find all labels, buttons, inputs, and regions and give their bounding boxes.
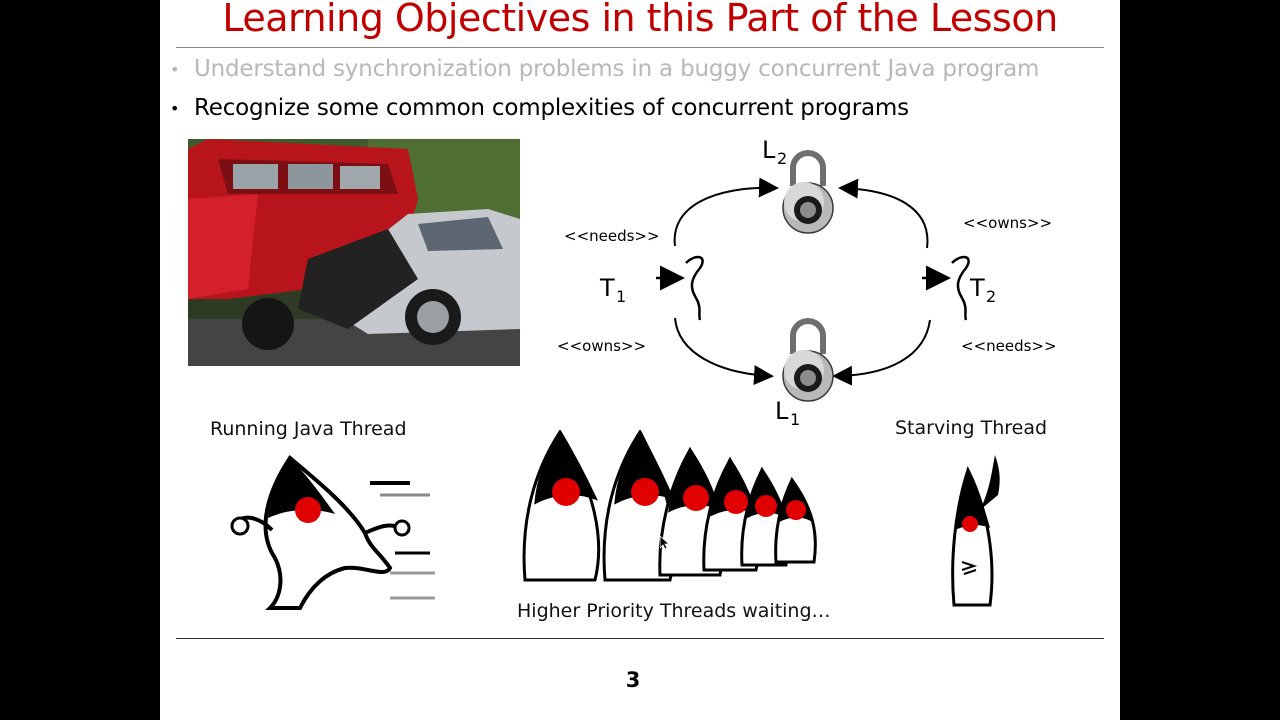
lock-label-l1-sub: 1 [790, 410, 800, 429]
bullet-text: Recognize some common complexities of co… [194, 95, 909, 121]
thread-label-t2-sub: 2 [986, 287, 996, 306]
lock-icon-l1 [782, 318, 834, 402]
label-owns-right: <<owns>> [963, 214, 1052, 232]
thread-icon-t2 [922, 255, 970, 321]
running-duke-image [230, 455, 435, 610]
caption-waiting-threads: Higher Priority Threads waiting… [517, 600, 831, 622]
car-crash-photo [188, 139, 520, 366]
thread-label-t1: T [599, 274, 615, 302]
title-divider [176, 47, 1104, 48]
bullet-dot-icon: • [170, 99, 180, 118]
bullet-text: Understand synchronization problems in a… [194, 56, 1040, 82]
slide: Learning Objectives in this Part of the … [160, 0, 1120, 720]
thread-icon-t1 [656, 255, 704, 321]
bullet-item-active: • Recognize some common complexities of c… [170, 95, 909, 121]
slide-title: Learning Objectives in this Part of the … [222, 0, 1058, 40]
lock-label-l2-sub: 2 [777, 149, 787, 168]
bullet-dot-icon: • [170, 60, 180, 79]
waiting-dukes-image [522, 430, 817, 582]
thread-label-t2: T [969, 274, 985, 302]
starving-duke-image [951, 455, 1000, 607]
thread-label-t1-sub: 1 [616, 287, 626, 306]
footer-divider [176, 638, 1104, 639]
caption-starving-thread: Starving Thread [895, 417, 1048, 439]
lock-label-l1: L [775, 397, 789, 425]
page-number: 3 [625, 668, 641, 692]
label-needs-left: <<needs>> [564, 227, 660, 245]
mouse-cursor-icon [660, 536, 670, 550]
lock-label-l2: L [762, 136, 776, 164]
caption-running-thread: Running Java Thread [210, 418, 407, 440]
label-owns-left: <<owns>> [557, 337, 646, 355]
label-needs-right: <<needs>> [961, 337, 1057, 355]
bullet-item-dimmed: • Understand synchronization problems in … [170, 56, 1039, 82]
lock-icon-l2 [782, 150, 834, 234]
deadlock-arrows: L 2 L 1 T 1 T 2 <<needs>> <<owns>> <<own… [540, 128, 1080, 433]
